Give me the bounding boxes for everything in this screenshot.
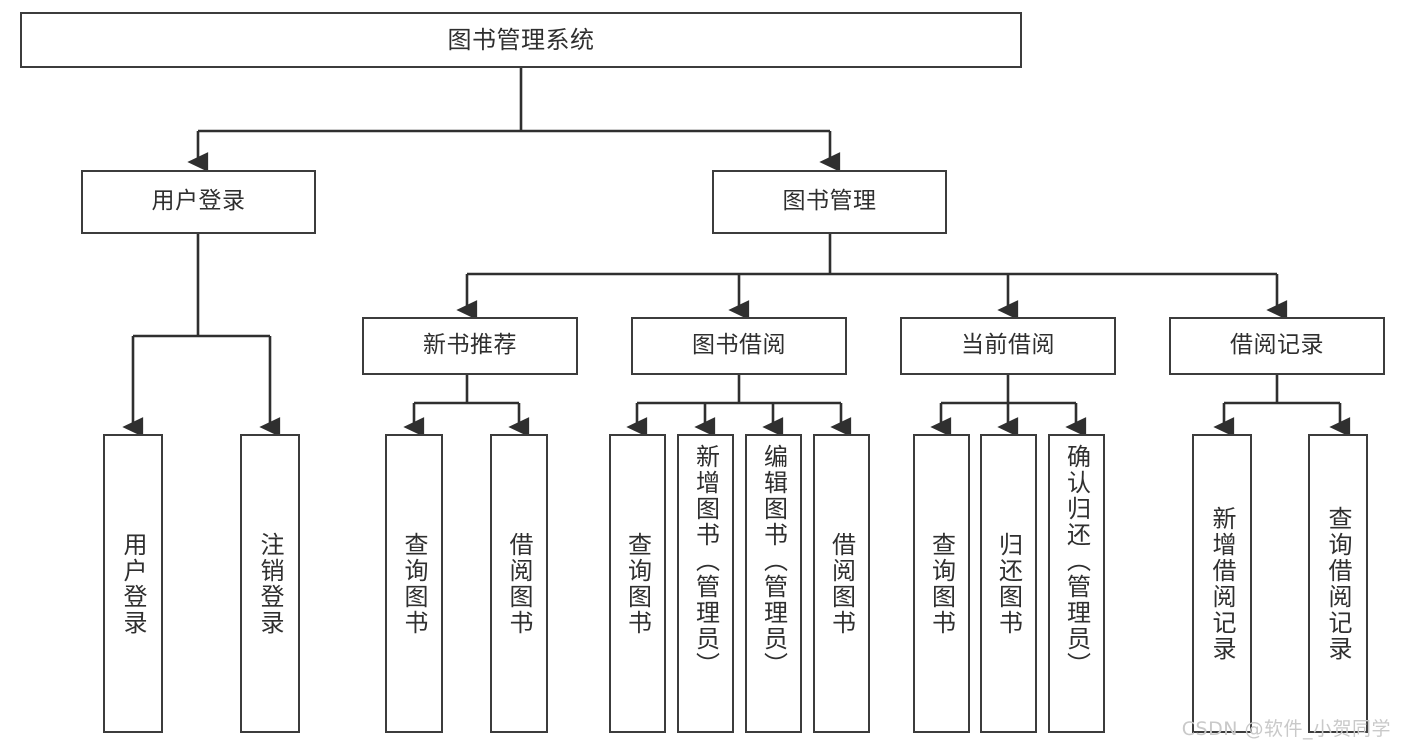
node-book-management-label: 图书管理 [782, 188, 877, 215]
node-leaf-book-borrow-query-label: 查询图书 [623, 531, 652, 636]
node-current-borrow[interactable]: 当前借阅 [900, 317, 1116, 375]
node-leaf-current-borrow-query-label: 查询图书 [927, 531, 956, 636]
node-root-system[interactable]: 图书管理系统 [20, 12, 1022, 68]
node-leaf-current-borrow-return-label: 归还图书 [994, 531, 1023, 636]
node-leaf-new-book-borrow[interactable]: 借阅图书 [490, 434, 548, 733]
node-root-system-label: 图书管理系统 [447, 25, 595, 54]
node-leaf-book-borrow-borrow[interactable]: 借阅图书 [813, 434, 870, 733]
watermark-text: CSDN @软件_小贺同学 [1181, 718, 1391, 740]
node-borrow-record-label: 借阅记录 [1230, 332, 1324, 359]
node-new-book-recommend[interactable]: 新书推荐 [362, 317, 578, 375]
node-leaf-current-borrow-confirm-label: 确认归还（管理员） [1062, 444, 1091, 678]
node-book-borrow-label: 图书借阅 [692, 332, 786, 359]
node-leaf-book-borrow-edit-label: 编辑图书（管理员） [759, 444, 788, 678]
node-leaf-user-login-signin-label: 用户登录 [119, 531, 147, 636]
node-user-login[interactable]: 用户登录 [81, 170, 316, 234]
node-leaf-borrow-record-query-label: 查询借阅记录 [1324, 505, 1352, 662]
node-book-management[interactable]: 图书管理 [712, 170, 947, 234]
node-leaf-user-login-signout[interactable]: 注销登录 [240, 434, 300, 733]
node-leaf-new-book-query[interactable]: 查询图书 [385, 434, 443, 733]
node-user-login-label: 用户登录 [151, 188, 246, 215]
node-leaf-book-borrow-add[interactable]: 新增图书（管理员） [677, 434, 734, 733]
node-current-borrow-label: 当前借阅 [961, 332, 1055, 359]
node-leaf-book-borrow-add-label: 新增图书（管理员） [691, 444, 720, 678]
node-leaf-book-borrow-query[interactable]: 查询图书 [609, 434, 666, 733]
node-leaf-book-borrow-borrow-label: 借阅图书 [827, 531, 856, 636]
node-leaf-new-book-borrow-label: 借阅图书 [505, 531, 533, 636]
node-leaf-current-borrow-return[interactable]: 归还图书 [980, 434, 1037, 733]
node-leaf-borrow-record-add-label: 新增借阅记录 [1208, 505, 1236, 662]
node-new-book-recommend-label: 新书推荐 [423, 332, 517, 359]
node-leaf-borrow-record-add[interactable]: 新增借阅记录 [1192, 434, 1252, 733]
node-leaf-user-login-signin[interactable]: 用户登录 [103, 434, 163, 733]
node-leaf-borrow-record-query[interactable]: 查询借阅记录 [1308, 434, 1368, 733]
node-leaf-current-borrow-confirm[interactable]: 确认归还（管理员） [1048, 434, 1105, 733]
node-leaf-new-book-query-label: 查询图书 [400, 531, 428, 636]
node-leaf-user-login-signout-label: 注销登录 [256, 531, 284, 636]
node-leaf-book-borrow-edit[interactable]: 编辑图书（管理员） [745, 434, 802, 733]
node-borrow-record[interactable]: 借阅记录 [1169, 317, 1385, 375]
node-book-borrow[interactable]: 图书借阅 [631, 317, 847, 375]
node-leaf-current-borrow-query[interactable]: 查询图书 [913, 434, 970, 733]
